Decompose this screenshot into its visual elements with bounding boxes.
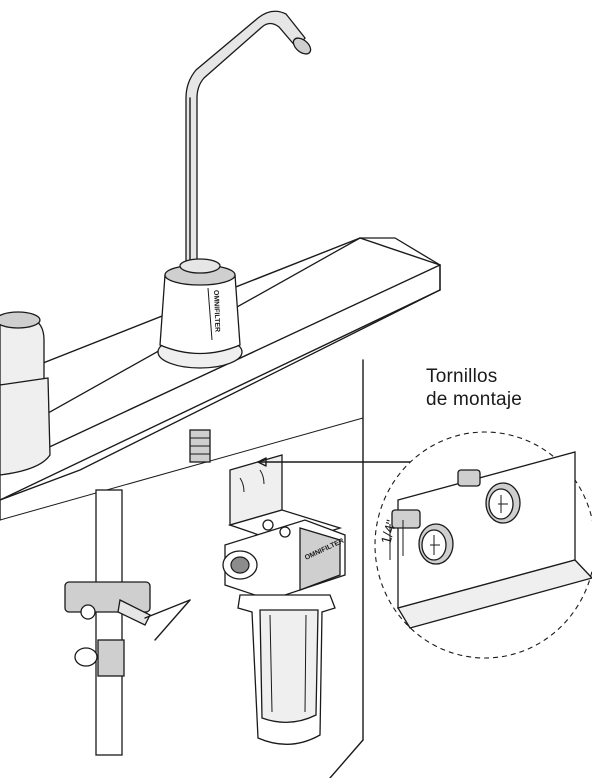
detail-magnified-view: 1/4" <box>374 431 592 659</box>
supply-valve <box>64 489 191 756</box>
dimension-label: 1/4" <box>377 518 399 546</box>
callout-line-1: Tornillos <box>426 366 498 387</box>
cabinet-wall <box>0 359 364 778</box>
side-fixture <box>0 311 51 476</box>
filter-housing <box>237 594 336 745</box>
faucet-brand-label: OMNIFILTER <box>212 290 220 332</box>
mounting-screw-2 <box>457 469 521 524</box>
filter-head: OMNIFILTER <box>222 519 346 601</box>
mounting-screws-callout: Tornillos de montaje <box>426 365 522 411</box>
mounting-screw-1 <box>391 509 454 565</box>
faucet-base: OMNIFILTER <box>157 258 243 369</box>
callout-line-2: de montaje <box>426 389 523 410</box>
faucet <box>185 10 312 266</box>
faucet-shank <box>189 429 211 463</box>
